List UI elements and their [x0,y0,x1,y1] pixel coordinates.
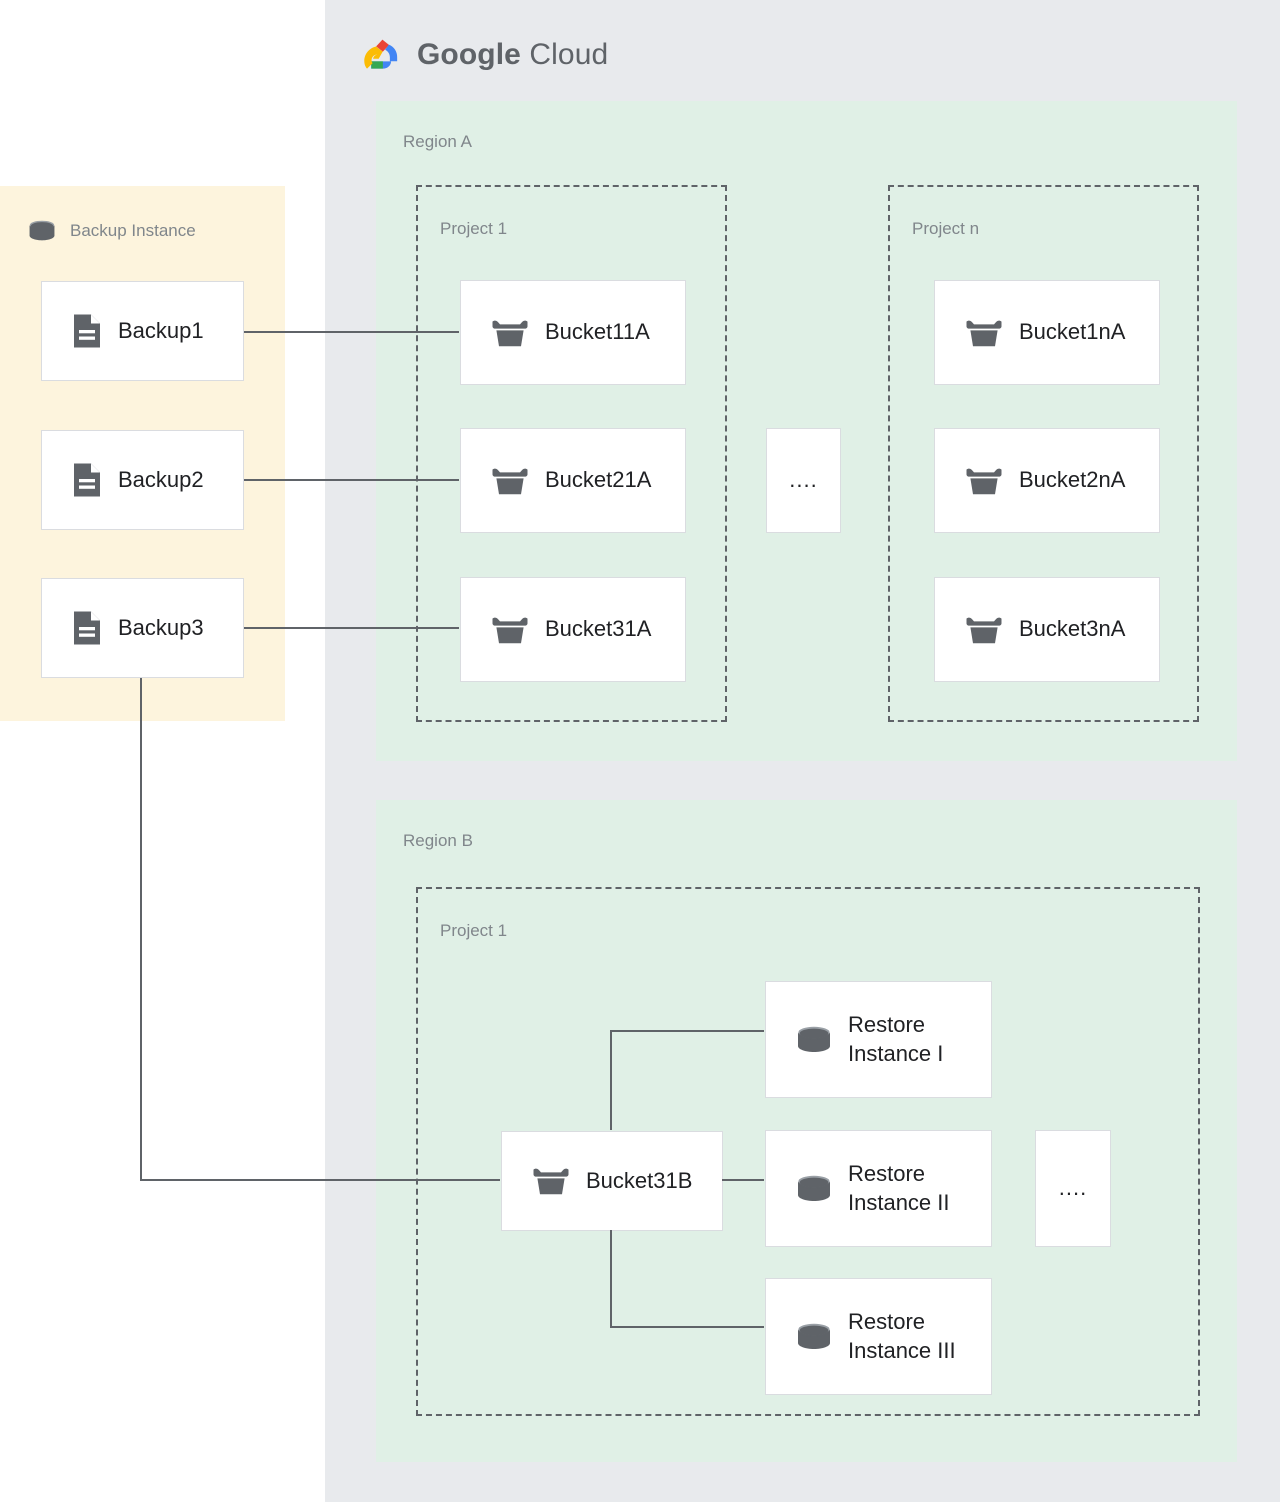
backup-instance-header: Backup Instance [28,215,196,247]
logo-text: Google Cloud [417,38,608,72]
document-icon [74,463,100,497]
node-label: Restore Instance II [848,1161,950,1215]
storage-bucket-icon [492,320,528,346]
database-cylinder-icon [798,1175,830,1201]
node-restore-instance-2[interactable]: Restore Instance II [765,1130,992,1247]
node-ellipsis-region-a: .... [766,428,841,533]
storage-bucket-icon [966,617,1002,643]
node-bucket21a[interactable]: Bucket21A [460,428,686,533]
node-restore-instance-3[interactable]: Restore Instance III [765,1278,992,1395]
region-b-card: Region B Project 1 Bucket31B Restore Ins… [376,800,1237,1462]
node-label: Bucket31B [586,1167,693,1193]
node-label: Backup3 [118,614,204,640]
node-label: Bucket3nA [1019,616,1126,642]
node-label: Bucket1nA [1019,319,1126,345]
document-icon [74,611,100,645]
node-bucket1na[interactable]: Bucket1nA [934,280,1160,385]
logo-text-google: Google [417,38,521,71]
node-label: Backup2 [118,466,204,492]
node-restore-instance-1[interactable]: Restore Instance I [765,981,992,1098]
node-backup1[interactable]: Backup1 [41,281,244,381]
storage-bucket-icon [492,468,528,494]
node-label: Bucket21A [545,467,652,493]
node-label: Bucket31A [545,616,652,642]
ellipsis-label: .... [1058,1175,1088,1201]
logo-text-cloud: Cloud [529,38,609,71]
node-bucket31a[interactable]: Bucket31A [460,577,686,682]
ellipsis-label: .... [789,467,818,493]
database-cylinder-icon [798,1323,830,1349]
storage-bucket-icon [533,1168,569,1195]
database-cylinder-icon [798,1026,830,1052]
node-ellipsis-region-b: .... [1035,1130,1111,1247]
google-cloud-logo-icon [364,39,398,69]
node-bucket31b[interactable]: Bucket31B [501,1131,723,1231]
project-n-region-a-label: Project n [912,219,980,238]
storage-bucket-icon [492,617,528,643]
database-cylinder-icon [29,220,55,241]
project-1-region-a-box: Project 1 [416,185,727,722]
storage-bucket-icon [966,320,1002,346]
node-label: Restore Instance I [848,1012,944,1066]
region-a-label: Region A [403,132,472,151]
document-icon [74,314,100,348]
node-backup2[interactable]: Backup2 [41,430,244,530]
node-bucket11a[interactable]: Bucket11A [460,280,686,385]
project-1-region-b-label: Project 1 [440,921,508,940]
region-a-card: Region A Project 1 Project n Bucket11A B… [376,101,1237,761]
node-label: Restore Instance III [848,1309,956,1363]
project-1-region-a-label: Project 1 [440,219,508,238]
node-label: Backup1 [118,317,204,343]
region-b-label: Region B [403,831,473,850]
google-cloud-logo: Google Cloud [357,32,608,78]
storage-bucket-icon [966,468,1002,494]
node-bucket3na[interactable]: Bucket3nA [934,577,1160,682]
backup-instance-title: Backup Instance [70,221,196,240]
node-label: Bucket2nA [1019,467,1126,493]
node-backup3[interactable]: Backup3 [41,578,244,678]
project-n-region-a-box: Project n [888,185,1199,722]
node-bucket2na[interactable]: Bucket2nA [934,428,1160,533]
node-label: Bucket11A [545,319,650,345]
